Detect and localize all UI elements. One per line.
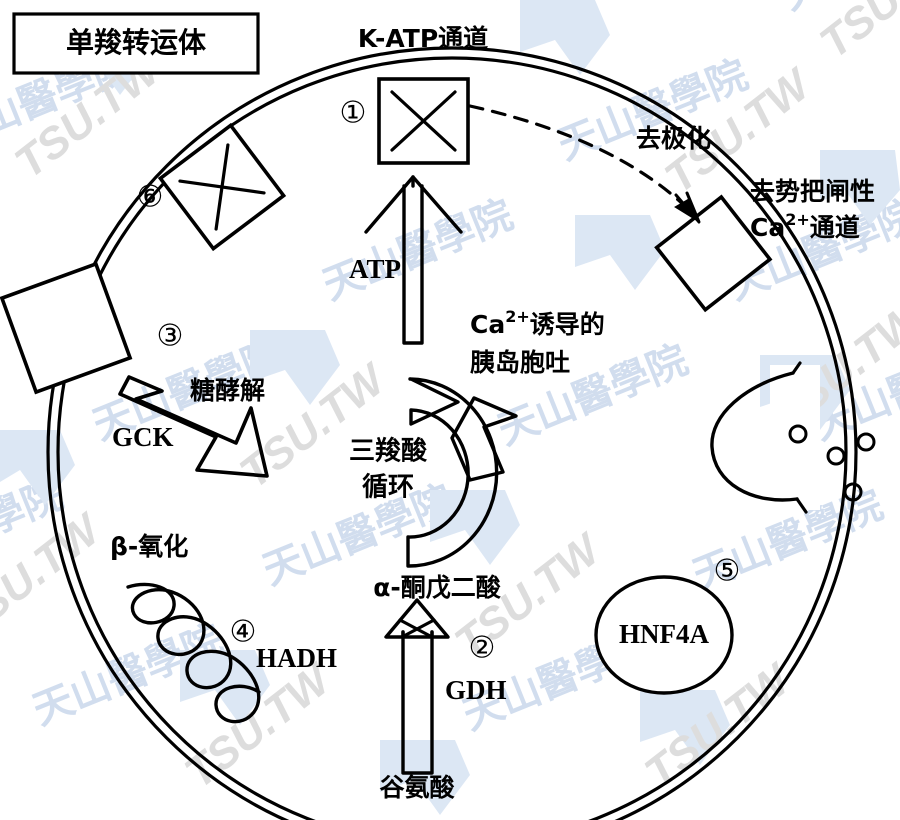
ca-channel-label-suffix: 通道 xyxy=(810,213,860,242)
label-layer: 单羧转运体 K-ATP通道 去极化 去势把闸性 Ca2+通道 ATP Ca2+诱… xyxy=(66,24,875,802)
gdh-label: GDH xyxy=(445,675,507,705)
watermark-cjk: 天山醫學院 xyxy=(317,192,520,310)
beta-oxidation-coil xyxy=(126,582,261,724)
beta-oxidation-label: β-氧化 xyxy=(110,532,188,561)
hnf4a-glyph[interactable] xyxy=(594,575,734,695)
glycolysis-label: 糖酵解 xyxy=(190,376,265,405)
ca-channel-label-line2: Ca2+通道 xyxy=(750,210,860,243)
glutamate-label: 谷氨酸 xyxy=(379,773,455,802)
ca-exocytosis-suffix: 诱导的 xyxy=(530,310,605,339)
ca-channel-label-line1: 去势把闸性 xyxy=(750,177,875,206)
cell-membrane xyxy=(46,46,858,820)
marker-hnf4a: ⑤ xyxy=(714,554,741,589)
glycolysis-arrow xyxy=(118,375,269,478)
tca-cycle-label-line1: 三羧酸 xyxy=(349,436,428,467)
ca-channel-label-superscript: 2+ xyxy=(785,210,810,229)
katp-channel-glyph[interactable] xyxy=(377,77,470,165)
exocytosis-pit-mask xyxy=(770,365,820,510)
hadh-label: HADH xyxy=(256,643,337,673)
watermark-latin: TSU.TW xyxy=(811,0,900,68)
title-box-label: 单羧转运体 xyxy=(66,26,207,59)
mct-transporter-glyph[interactable] xyxy=(157,122,287,252)
atp-label: ATP xyxy=(349,254,401,284)
depolarization-arrow xyxy=(468,104,701,224)
glucose-transporter-glyph[interactable] xyxy=(0,261,133,395)
marker-layer: ① ⑥ ③ ⑤ ④ ② xyxy=(137,96,741,666)
gdh-arrow xyxy=(384,598,450,775)
tca-cycle-arrow xyxy=(406,377,518,568)
ca-exocytosis-label-line2: 胰岛胞吐 xyxy=(470,348,570,377)
ca-channel-label-prefix: Ca xyxy=(750,213,785,242)
ca-exocytosis-superscript: 2+ xyxy=(505,307,530,326)
marker-katp: ① xyxy=(340,96,367,131)
gck-label: GCK xyxy=(112,422,174,452)
depolarization-label: 去极化 xyxy=(636,124,711,153)
hnf4a-label: HNF4A xyxy=(619,619,709,649)
title-box xyxy=(12,12,260,75)
atp-arrow xyxy=(364,175,463,345)
marker-mct: ⑥ xyxy=(137,180,164,215)
alpha-ketoglutarate-label: α-酮戊二酸 xyxy=(373,573,502,602)
marker-hadh: ④ xyxy=(230,615,257,650)
exocytosis-pore xyxy=(710,361,808,514)
ca-exocytosis-label-line1: Ca2+诱导的 xyxy=(470,307,605,340)
ca-exocytosis-prefix: Ca xyxy=(470,310,505,339)
tca-cycle-label-line2: 循环 xyxy=(362,473,414,503)
marker-gdh: ② xyxy=(469,631,496,666)
insulin-granules xyxy=(788,424,876,502)
katp-channel-label: K-ATP通道 xyxy=(358,24,488,53)
ca-channel-glyph[interactable] xyxy=(654,194,773,313)
marker-glut: ③ xyxy=(157,319,184,354)
